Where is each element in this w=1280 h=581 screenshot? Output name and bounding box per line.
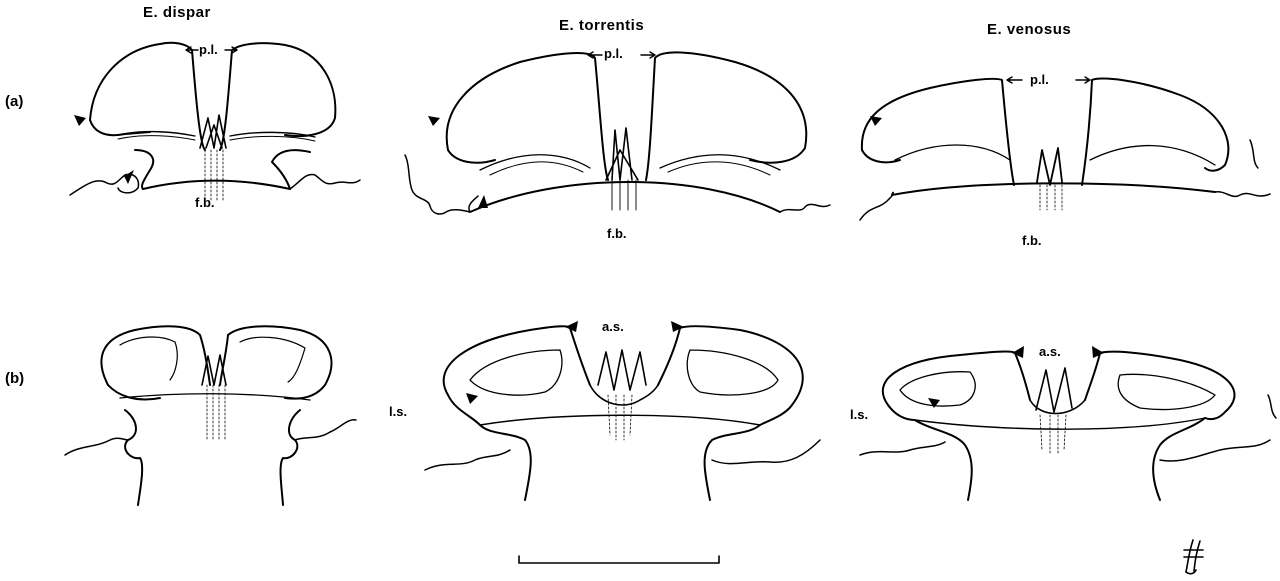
label-pl-venosus: p.l.	[1030, 72, 1049, 87]
row-label-b: (b)	[5, 370, 24, 387]
drawing-b-torrentis	[425, 326, 820, 500]
drawing-a-torrentis	[405, 52, 830, 214]
label-pl-torrentis: p.l.	[604, 46, 623, 61]
label-fb-venosus: f.b.	[1022, 233, 1042, 248]
arrowhead-pointer-icon	[124, 170, 134, 184]
arrowhead-pointer-icon	[1012, 346, 1024, 358]
arrowhead-pointer-icon	[478, 195, 488, 208]
label-arrows	[186, 47, 1090, 83]
label-pl-dispar: p.l.	[199, 42, 218, 57]
arrowhead-pointer-icon	[466, 393, 478, 404]
species-title-venosus: E. venosus	[987, 21, 1071, 38]
arrowhead-pointer-icon	[870, 116, 882, 126]
row-label-a: (a)	[5, 93, 23, 110]
label-arrowheads	[565, 321, 1104, 358]
arrowhead-pointer-icon	[74, 115, 86, 126]
arrowhead-pointer-icon	[1092, 346, 1104, 358]
label-ls-torrentis: l.s.	[389, 404, 407, 419]
drawing-b-dispar	[65, 326, 356, 505]
drawing-a-dispar	[70, 43, 360, 200]
species-title-dispar: E. dispar	[143, 4, 211, 21]
label-fb-torrentis: f.b.	[607, 226, 627, 241]
arrowhead-pointer-icon	[428, 116, 440, 126]
scale-bar	[519, 556, 719, 563]
label-as-venosus: a.s.	[1039, 344, 1061, 359]
author-monogram-icon	[1184, 540, 1203, 574]
drawing-b-venosus	[860, 352, 1276, 500]
label-ls-venosus: l.s.	[850, 407, 868, 422]
arrowhead-pointer-icon	[671, 321, 684, 332]
drawing-a-venosus	[860, 79, 1270, 220]
label-fb-dispar: f.b.	[195, 195, 215, 210]
label-as-torrentis: a.s.	[602, 319, 624, 334]
species-title-torrentis: E. torrentis	[559, 17, 644, 34]
